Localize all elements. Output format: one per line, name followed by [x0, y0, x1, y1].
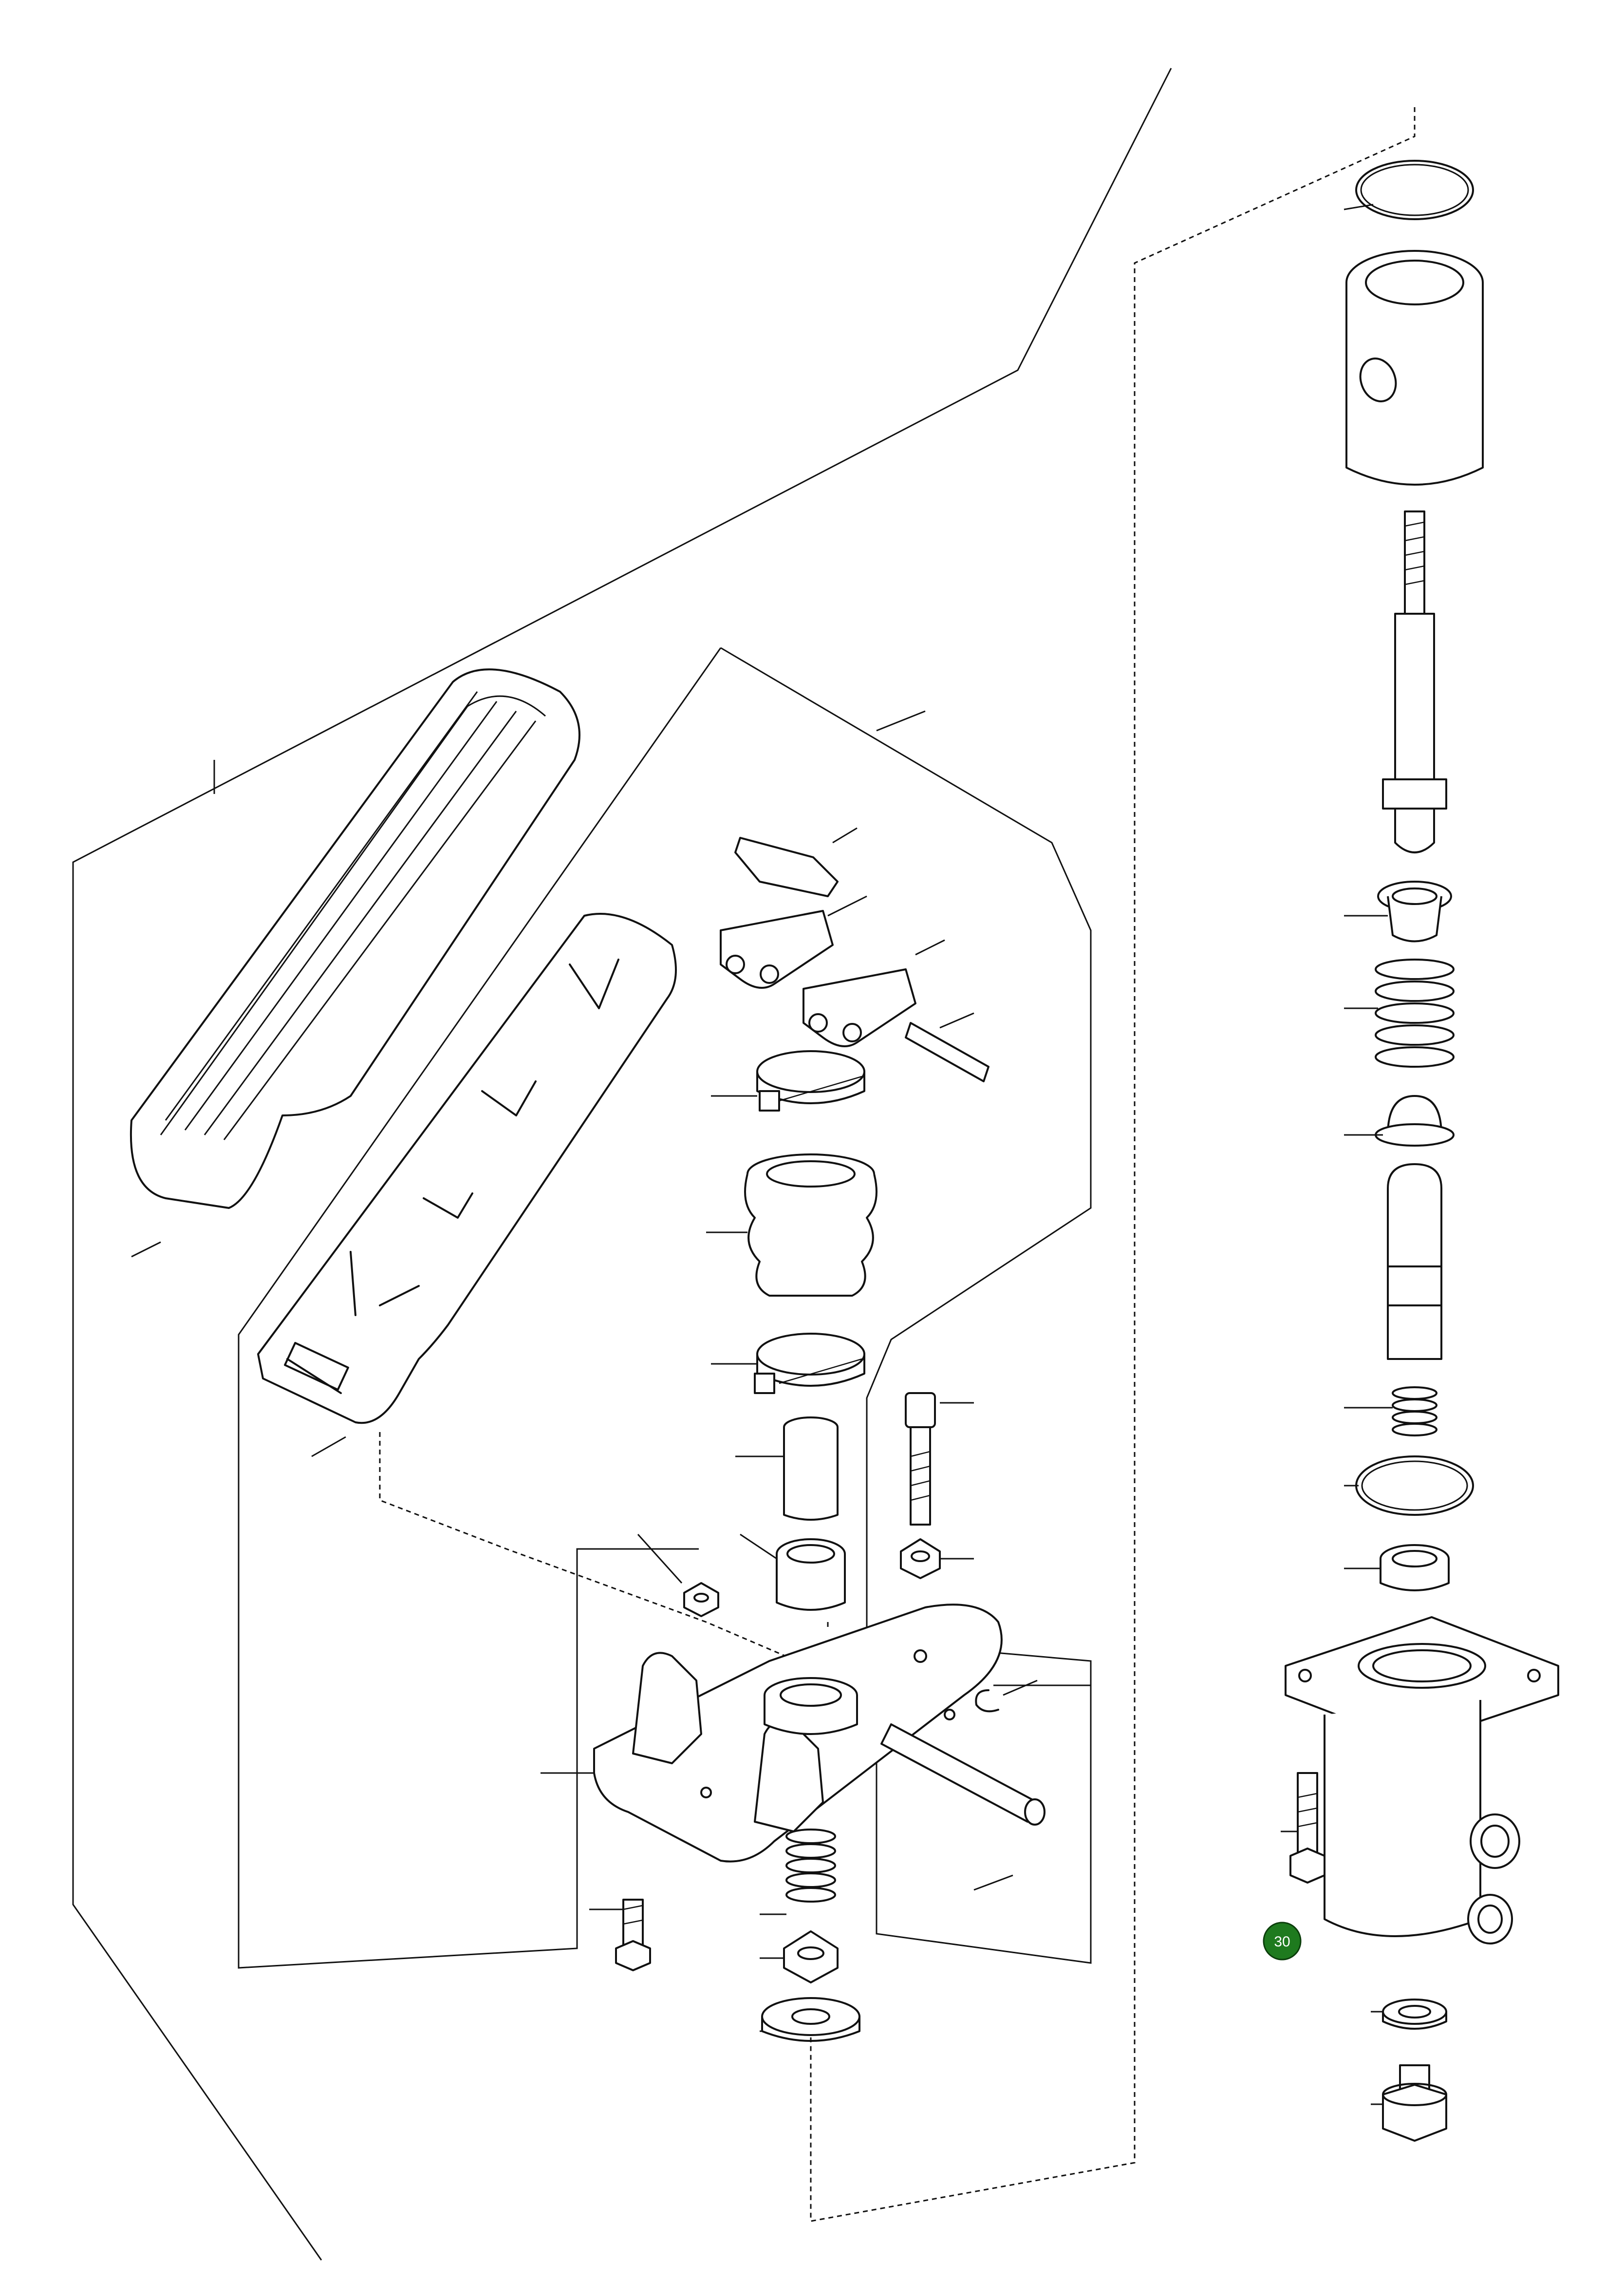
o-ring-lower [1355, 1455, 1474, 1516]
washer-lower [761, 1997, 860, 2042]
spring-upper [1375, 959, 1455, 1068]
bolt-right [905, 1392, 936, 1526]
clip [734, 837, 839, 897]
o-ring-top [1355, 160, 1474, 220]
leader-lines [131, 204, 1393, 2105]
piston-cap [1375, 1095, 1455, 1147]
bushing [776, 1538, 846, 1611]
nut-small [683, 1582, 719, 1617]
pedal-pad [130, 668, 580, 1209]
clevis-2 [803, 968, 916, 1047]
spring-lower [785, 1829, 836, 1903]
long-pin [880, 1723, 1045, 1826]
base-bracket [593, 1604, 1003, 1863]
spring-small [1392, 1386, 1437, 1436]
plug-fitting [1382, 2064, 1447, 2142]
callout-label: 30 [1274, 1934, 1290, 1950]
piston [1387, 1163, 1442, 1360]
callout-30[interactable]: 30 [1263, 1922, 1302, 1961]
piston-rod [1382, 510, 1447, 853]
hose-clamp-bottom [754, 1333, 865, 1394]
hose-clamp-top [756, 1050, 865, 1112]
pedal-plate [257, 913, 677, 1424]
nut-lower [783, 1930, 839, 1983]
nut-right [900, 1538, 941, 1579]
bolt-body [1289, 1772, 1325, 1884]
pin [905, 1022, 989, 1082]
plunger [783, 1416, 839, 1521]
split-collar [1380, 1544, 1450, 1591]
washer-bottom [1382, 1999, 1447, 2030]
cylinder-body [1285, 1616, 1559, 1944]
dashed-boundary-lines [379, 107, 1416, 2222]
outer-boundary-lines [72, 68, 1172, 2261]
rubber-boot [744, 1153, 877, 1297]
spring-seat [1377, 881, 1452, 943]
clevis-1 [720, 910, 834, 989]
bolt-lower-left [615, 1899, 651, 1971]
e-clip [975, 1689, 999, 1713]
callout-badge[interactable] [1263, 1922, 1302, 1961]
cylinder-sleeve [1345, 250, 1484, 486]
